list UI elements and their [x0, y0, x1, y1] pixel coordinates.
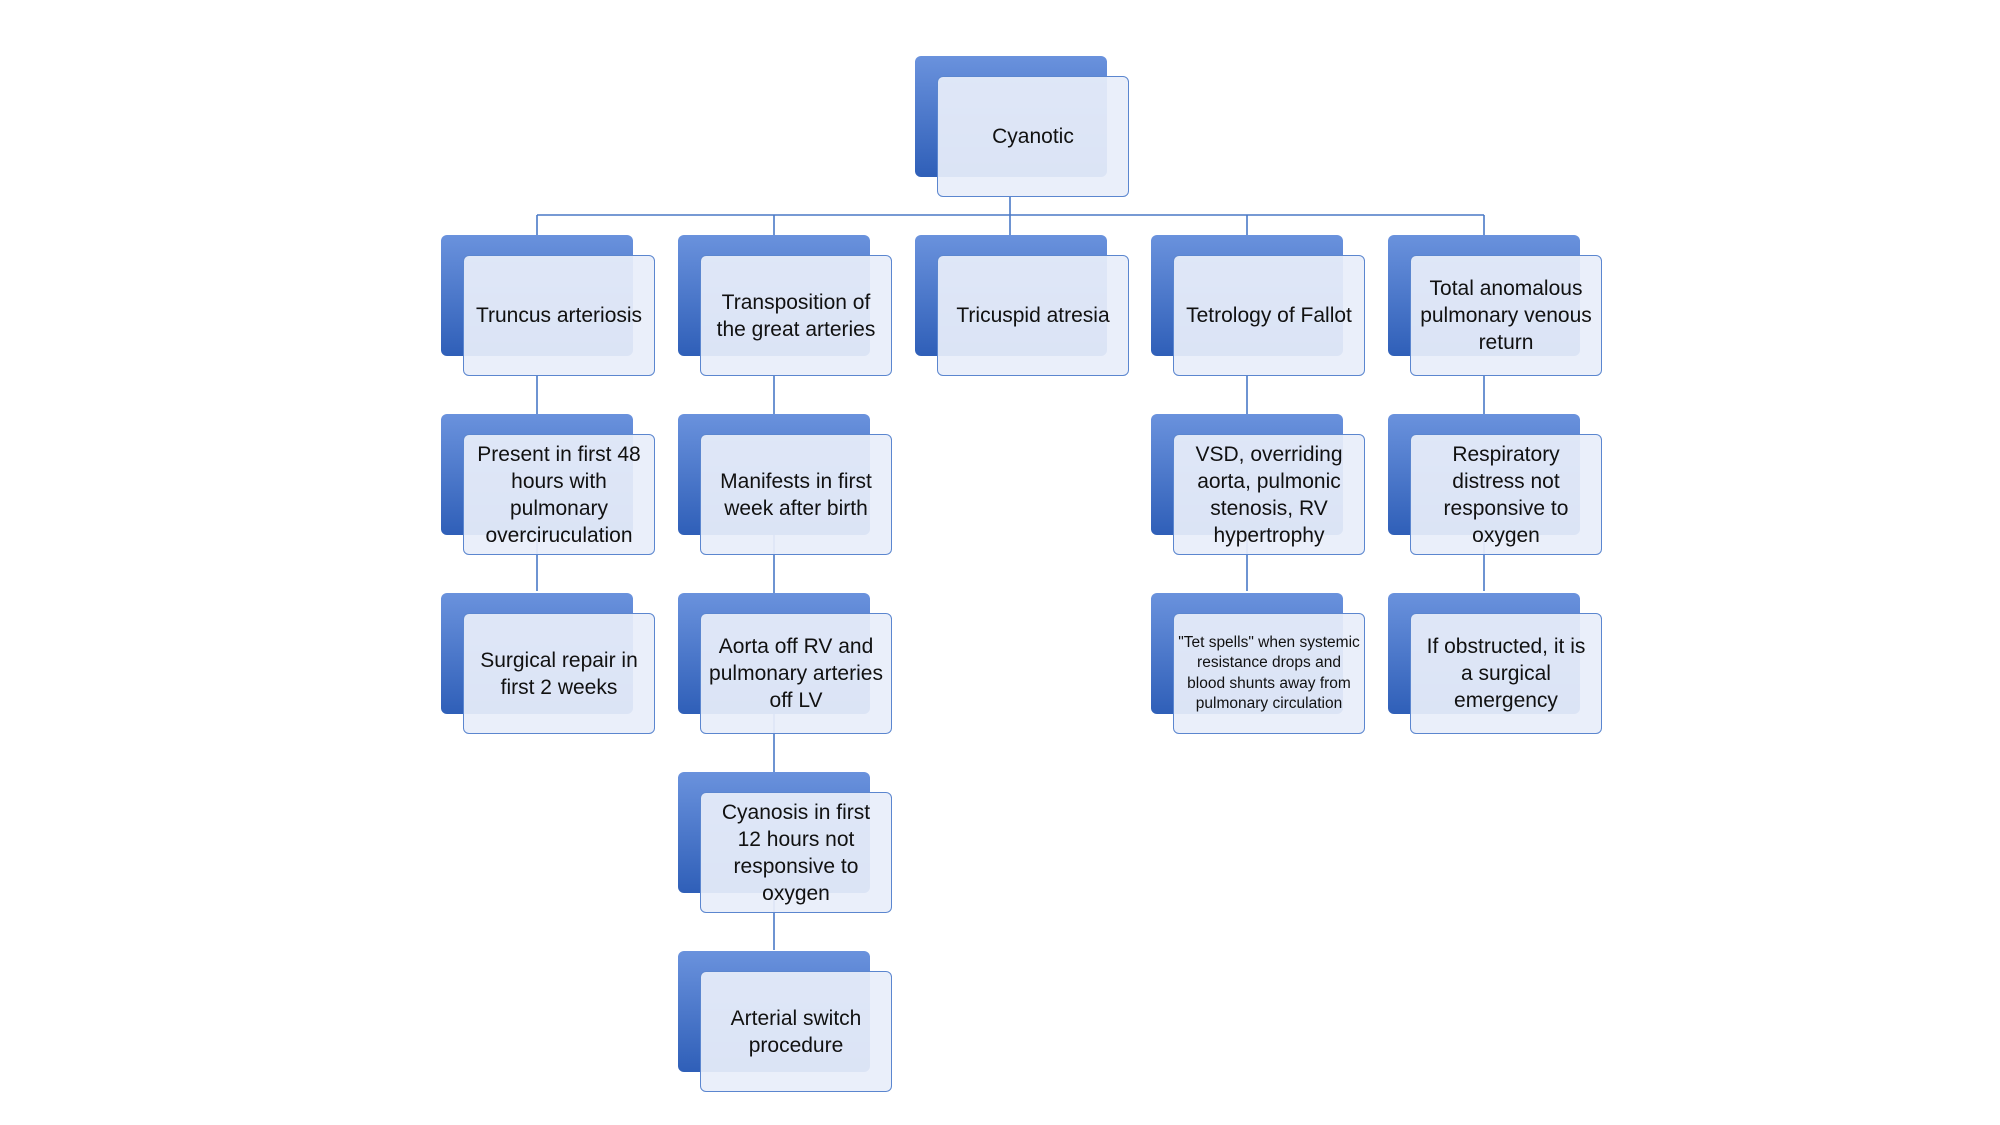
- node-label: Surgical repair in first 2 weeks: [463, 613, 655, 734]
- node-label: Transposition of the great arteries: [700, 255, 892, 376]
- node-label: Tricuspid atresia: [937, 255, 1129, 376]
- node-label: VSD, overriding aorta, pulmonic stenosis…: [1173, 434, 1365, 555]
- node-label: Tetrology of Fallot: [1173, 255, 1365, 376]
- node-label: Cyanotic: [937, 76, 1129, 197]
- node-label: Respiratory distress not responsive to o…: [1410, 434, 1602, 555]
- node-label: Arterial switch procedure: [700, 971, 892, 1092]
- node-label: If obstructed, it is a surgical emergenc…: [1410, 613, 1602, 734]
- node-label: Present in first 48 hours with pulmonary…: [463, 434, 655, 555]
- node-label: Total anomalous pulmonary venous return: [1410, 255, 1602, 376]
- node-label: Aorta off RV and pulmonary arteries off …: [700, 613, 892, 734]
- node-label: Manifests in first week after birth: [700, 434, 892, 555]
- node-label: Cyanosis in first 12 hours not responsiv…: [700, 792, 892, 913]
- node-label: Truncus arteriosis: [463, 255, 655, 376]
- node-label: "Tet spells" when systemic resistance dr…: [1173, 613, 1365, 734]
